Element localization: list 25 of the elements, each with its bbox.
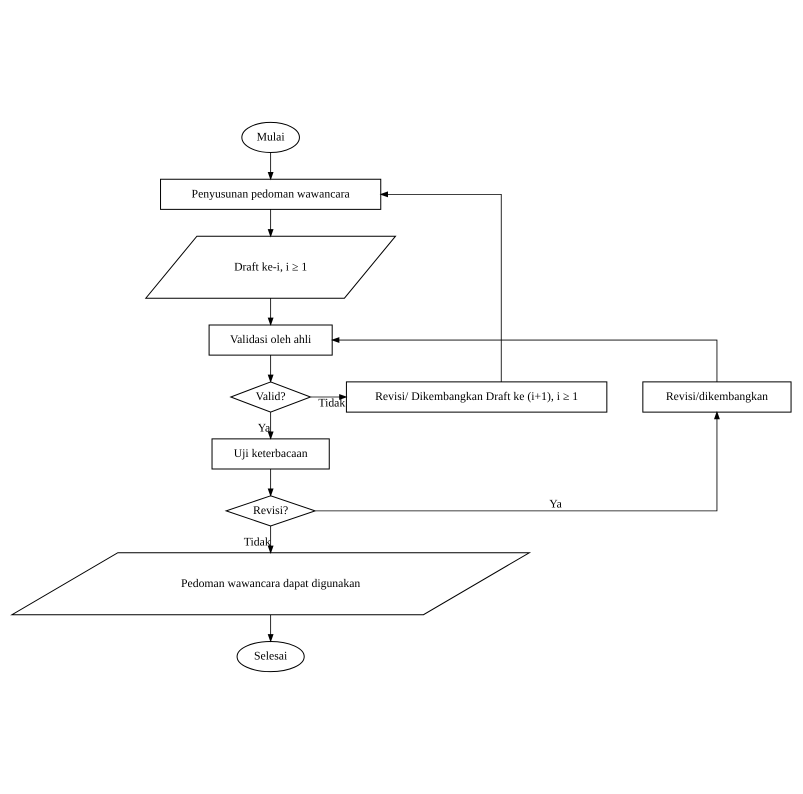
node-diamond: Revisi? bbox=[224, 495, 317, 526]
arrow bbox=[268, 526, 274, 554]
node-diamond: Valid? bbox=[229, 381, 312, 413]
node-box: Revisi/ Dikembangkan Draft ke (i+1), i ≥ 1 bbox=[346, 381, 608, 413]
arrow bbox=[268, 298, 274, 326]
arrow bbox=[268, 412, 274, 440]
arrow bbox=[330, 337, 718, 382]
edge-label: Tidak bbox=[244, 535, 271, 548]
node-ellipse: Mulai bbox=[241, 122, 300, 153]
arrow bbox=[268, 468, 274, 497]
edge-label: Ya bbox=[549, 498, 562, 511]
edge-label: Ya bbox=[258, 421, 270, 434]
node-box: Validasi oleh ahli bbox=[208, 324, 333, 356]
arrow bbox=[268, 614, 274, 642]
node-box: Penyusunan pedoman wawancara bbox=[160, 178, 382, 210]
arrow bbox=[268, 152, 274, 180]
arrow bbox=[310, 394, 348, 400]
edge-label: Tidak bbox=[318, 396, 346, 410]
arrow bbox=[315, 410, 720, 512]
node-box: Uji keterbacaan bbox=[212, 438, 330, 470]
node-ellipse: Selesai bbox=[236, 641, 305, 672]
arrow bbox=[268, 354, 274, 383]
arrow bbox=[268, 209, 274, 238]
arrow bbox=[380, 191, 502, 382]
node-box: Revisi/dikembangkan bbox=[642, 381, 792, 413]
